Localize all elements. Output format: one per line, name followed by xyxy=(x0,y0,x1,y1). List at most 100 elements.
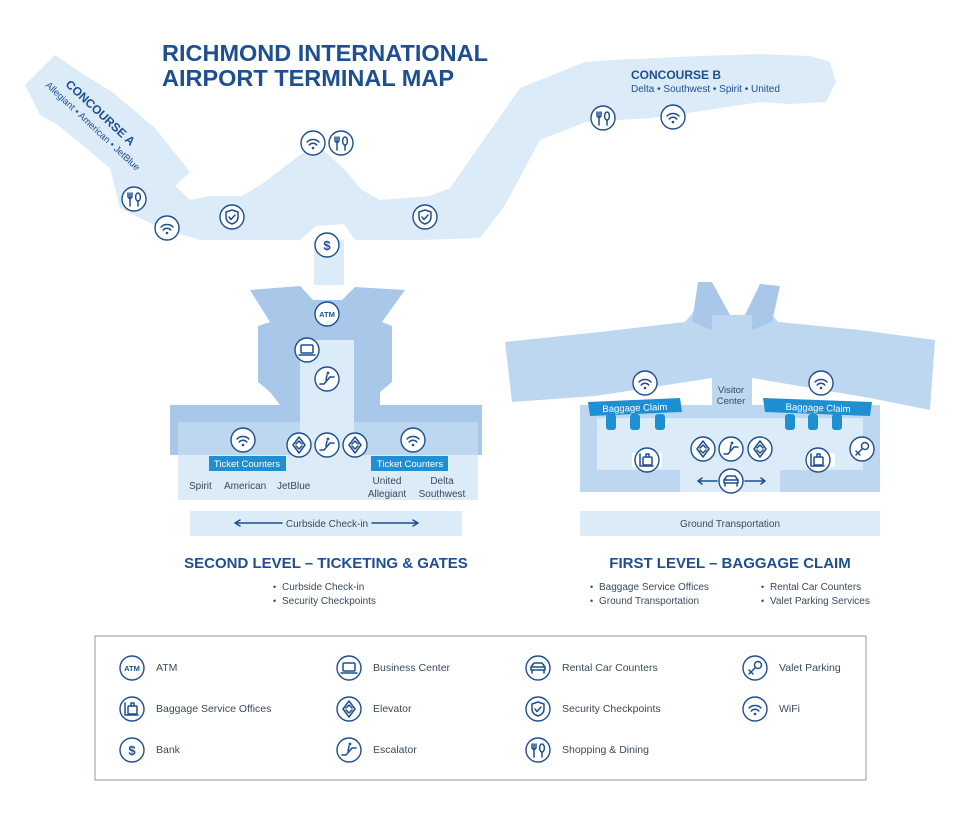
atm-glyph: ATM xyxy=(319,310,335,319)
legend-label-business-center: Business Center xyxy=(373,662,451,674)
bank-icon: $ xyxy=(314,232,340,258)
curbside-label: Curbside Check-in xyxy=(286,519,368,530)
concourse-b-name: CONCOURSE B xyxy=(631,68,721,82)
curbside-arrow-right xyxy=(371,519,419,527)
elevator-icon xyxy=(336,696,362,722)
business-center-icon xyxy=(336,655,362,681)
rental-car-icon xyxy=(718,468,744,494)
second-level-map: Ticket Counters Ticket Counters Spirit A… xyxy=(170,286,482,536)
legend-label-bank: Bank xyxy=(156,744,181,756)
dining-icon xyxy=(121,186,147,212)
elevator-icon xyxy=(342,432,368,458)
legend-atm-glyph: ATM xyxy=(124,664,140,673)
first-level-core xyxy=(712,315,752,410)
second-level-bullet-1: Curbside Check-in xyxy=(282,582,364,593)
airline-delta: Delta xyxy=(430,476,454,487)
first-level-bullet-2: Ground Transportation xyxy=(599,596,699,607)
ground-arrow-right xyxy=(744,477,766,485)
visitor-center-line1: Visitor xyxy=(718,385,744,396)
bank-glyph: $ xyxy=(323,238,331,253)
carousel xyxy=(785,414,795,430)
escalator-icon xyxy=(718,436,744,462)
airline-allegiant: Allegiant xyxy=(368,489,407,500)
carousel xyxy=(606,414,616,430)
first-level-bullet-4-mark: • xyxy=(761,596,764,606)
legend-box xyxy=(94,635,867,781)
legend-label-escalator: Escalator xyxy=(373,744,417,756)
valet-icon xyxy=(742,655,768,681)
security-icon xyxy=(525,696,551,722)
baggage-claim-left: Baggage Claim xyxy=(602,402,667,415)
atm-icon: ATM xyxy=(119,655,145,681)
baggage-band-right xyxy=(763,398,872,416)
ticket-counters-left-band xyxy=(209,456,286,471)
map-title-line2: AIRPORT TERMINAL MAP xyxy=(162,65,454,91)
legend-label-wifi: WiFi xyxy=(779,703,800,715)
wifi-icon xyxy=(154,215,180,241)
concourse-b-airlines: Delta • Southwest • Spirit • United xyxy=(631,84,780,95)
first-level-bullet-1-mark: • xyxy=(590,582,593,592)
ticket-counters-left: Ticket Counters xyxy=(214,459,280,470)
business-center-icon xyxy=(294,337,320,363)
elevator-icon xyxy=(747,436,773,462)
legend-label-baggage: Baggage Service Offices xyxy=(156,703,271,715)
legend: ATM ATM Baggage Service Offices $ Bank B… xyxy=(94,635,867,781)
ticket-counters-right-band xyxy=(371,456,448,471)
ground-arrow-left xyxy=(697,477,718,485)
baggage-carousels xyxy=(606,414,842,430)
first-level-right-wing xyxy=(752,310,935,410)
legend-label-valet: Valet Parking xyxy=(779,662,841,674)
escalator-icon xyxy=(336,737,362,763)
first-level-bullet-3-mark: • xyxy=(761,582,764,592)
wifi-icon xyxy=(300,130,326,156)
dining-icon xyxy=(525,737,551,763)
rental-car-icon xyxy=(525,655,551,681)
second-level-bullet-1-mark: • xyxy=(273,582,276,592)
elevator-icon xyxy=(690,436,716,462)
baggage-band-left xyxy=(588,398,682,416)
carousel xyxy=(630,414,640,430)
airline-american: American xyxy=(224,481,266,492)
curbside-arrow-left xyxy=(234,519,283,527)
legend-bank-glyph: $ xyxy=(128,743,136,758)
escalator-icon xyxy=(314,432,340,458)
airline-jetblue: JetBlue xyxy=(277,481,311,492)
airline-spirit: Spirit xyxy=(189,481,212,492)
ground-transport-label: Ground Transportation xyxy=(680,519,780,530)
escalator-icon xyxy=(314,366,340,392)
concourse-a-wing xyxy=(25,54,836,240)
dining-icon xyxy=(328,130,354,156)
baggage-icon xyxy=(119,696,145,722)
security-icon xyxy=(412,204,438,230)
legend-label-dining: Shopping & Dining xyxy=(562,744,649,756)
carousel xyxy=(808,414,818,430)
wifi-icon xyxy=(632,370,658,396)
second-level-heading: SECOND LEVEL – TICKETING & GATES xyxy=(184,555,468,572)
ticket-counters-right: Ticket Counters xyxy=(377,459,443,470)
security-icon xyxy=(219,204,245,230)
first-level-bullet-3: Rental Car Counters xyxy=(770,582,861,593)
legend-label-security: Security Checkpoints xyxy=(562,703,661,715)
elevator-icon xyxy=(286,432,312,458)
first-level-heading: FIRST LEVEL – BAGGAGE CLAIM xyxy=(609,555,850,572)
wifi-icon xyxy=(230,427,256,453)
wifi-icon xyxy=(660,104,686,130)
dining-icon xyxy=(590,105,616,131)
first-level-bullet-4: Valet Parking Services xyxy=(770,596,870,607)
legend-label-rental-car: Rental Car Counters xyxy=(562,662,658,674)
legend-label-elevator: Elevator xyxy=(373,703,412,715)
wifi-icon xyxy=(742,696,768,722)
baggage-icon xyxy=(805,447,831,473)
first-level-map: Baggage Claim Baggage Claim Visitor Cent… xyxy=(505,282,935,536)
first-level-bullet-2-mark: • xyxy=(590,596,593,606)
airline-united: United xyxy=(373,476,402,487)
baggage-icon xyxy=(634,447,660,473)
second-level-bullet-2-mark: • xyxy=(273,596,276,606)
wifi-icon xyxy=(400,427,426,453)
airline-southwest: Southwest xyxy=(419,489,466,500)
carousel xyxy=(832,414,842,430)
wifi-icon xyxy=(808,370,834,396)
second-level-bullet-2: Security Checkpoints xyxy=(282,596,376,607)
second-level-core xyxy=(300,340,354,455)
